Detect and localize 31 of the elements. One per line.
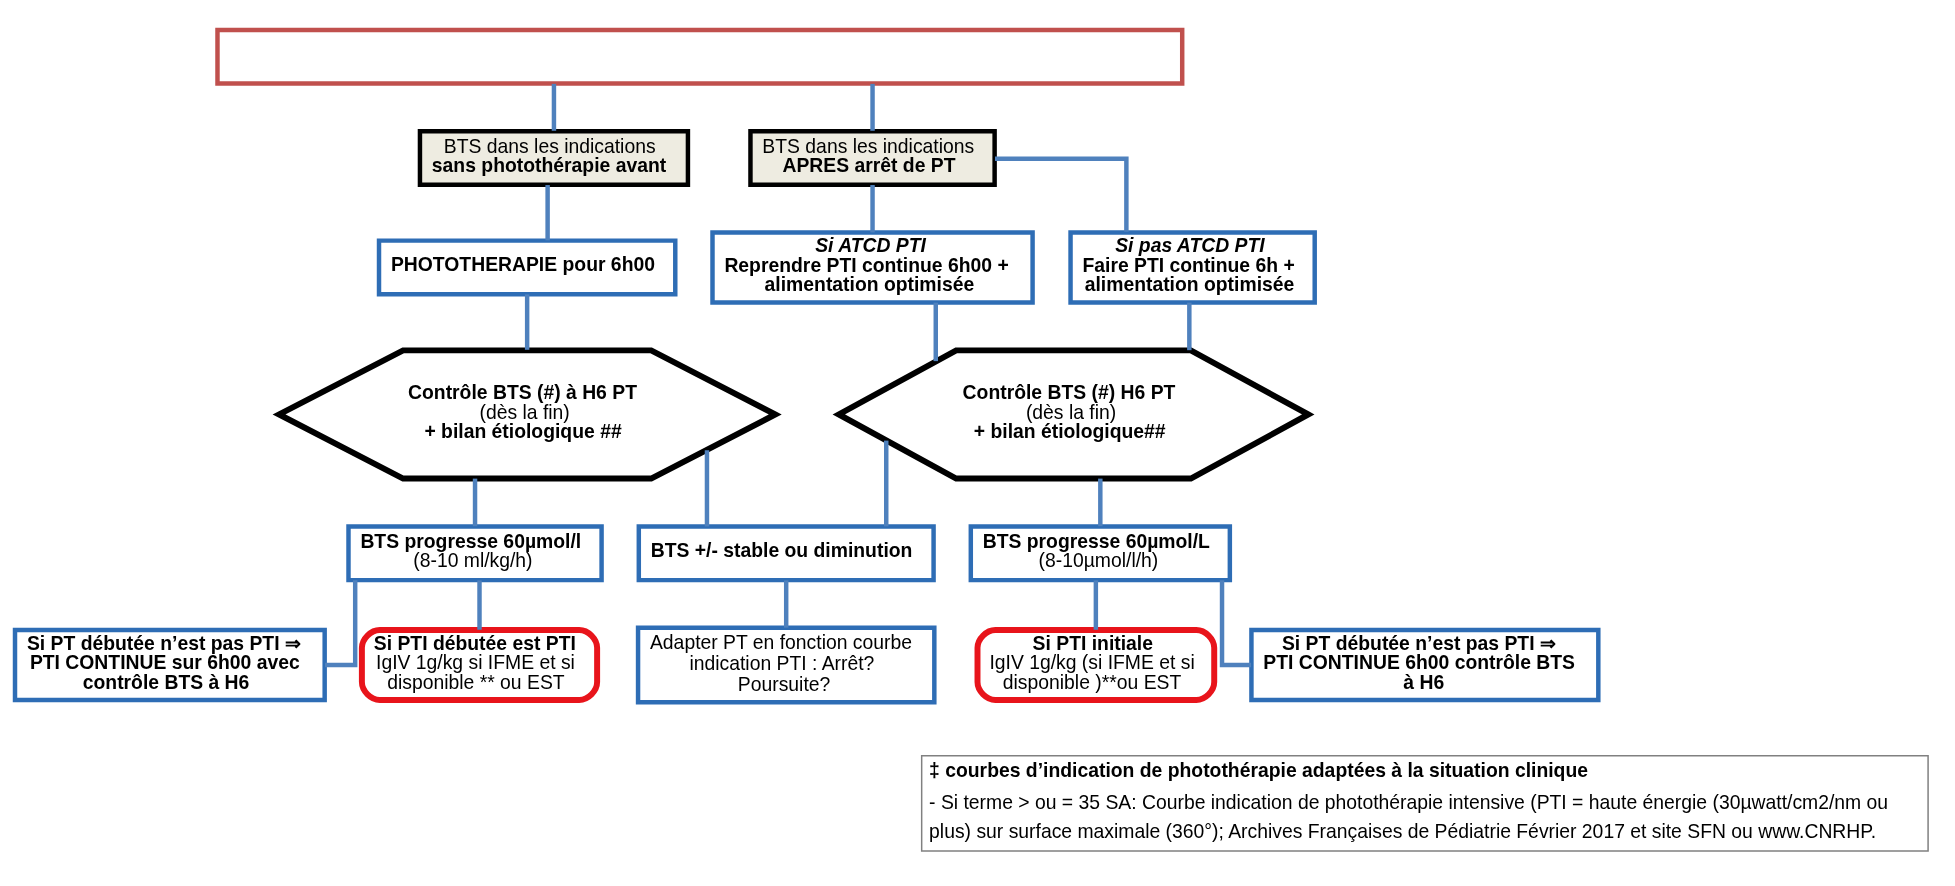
node-box: Si PTI débutée est PTI IgIV 1g/kg si IFME et si disponible ** ou EST — [358, 626, 601, 703]
connector — [524, 293, 530, 350]
connector — [704, 449, 710, 526]
node-box — [215, 27, 1185, 86]
node-box: BTS dans les indications APRES arrêt de PT — [748, 128, 997, 187]
label: ‡ courbes d’indication de photothérapie adaptées à la situation clinique — [929, 758, 1589, 781]
node-box: Si pas ATCD PTI Faire PTI continue 6h + alimentation optimisée — [1068, 229, 1317, 305]
connector — [870, 184, 875, 232]
connector — [545, 184, 550, 240]
node-box: Si PTI initiale IgIV 1g/kg (si IFME et si disponible )**ou EST — [974, 626, 1218, 703]
node-box: Si ATCD PTI Reprendre PTI continue 6h00 + alimentation optimisée — [710, 229, 1035, 305]
node-box: Si PT débutée n’est pas PTI ⇒ PTI CONTINUE 6h00 contrôle BTS à H6 — [1249, 627, 1601, 702]
connector — [933, 302, 938, 361]
node-box: BTS dans les indications sans photothérapie avant — [417, 128, 691, 187]
connector — [1187, 302, 1192, 350]
node-box: PHOTOTHERAPIE pour 6h00 — [376, 237, 678, 296]
node-box: Si PT débutée n’est pas PTI ⇒ PTI CONTINUE sur 6h00 avec contrôle BTS à H6 — [12, 627, 327, 702]
connector — [783, 579, 789, 628]
connector — [1098, 478, 1103, 526]
connector — [477, 579, 482, 630]
connector — [995, 156, 1129, 232]
connector — [1093, 579, 1099, 630]
node-box: Adapter PT en fonction courbe indication PTI : Arrêt? Poursuite? — [635, 625, 937, 704]
connector — [472, 478, 478, 526]
connector — [870, 83, 875, 131]
label: - Si terme > ou = 35 SA: Courbe indication de photothérapie intensive (PTI = haute énergie (30µwatt/cm2/nm ou plus) sur surface maximale (360°); Archives Françaises de Pédiatrie Février 2017 et site SFN ou www.CNRHP. — [929, 790, 1889, 842]
node-box: BTS +/- stable ou diminution — [636, 523, 936, 582]
node-box: BTS progresse 60µmol/l (8-10 ml/kg/h) — [346, 523, 604, 582]
node-box: BTS progresse 60µmol/L (8-10µmol/l/h) — [968, 523, 1233, 582]
connector — [551, 83, 557, 131]
connector — [884, 440, 889, 526]
